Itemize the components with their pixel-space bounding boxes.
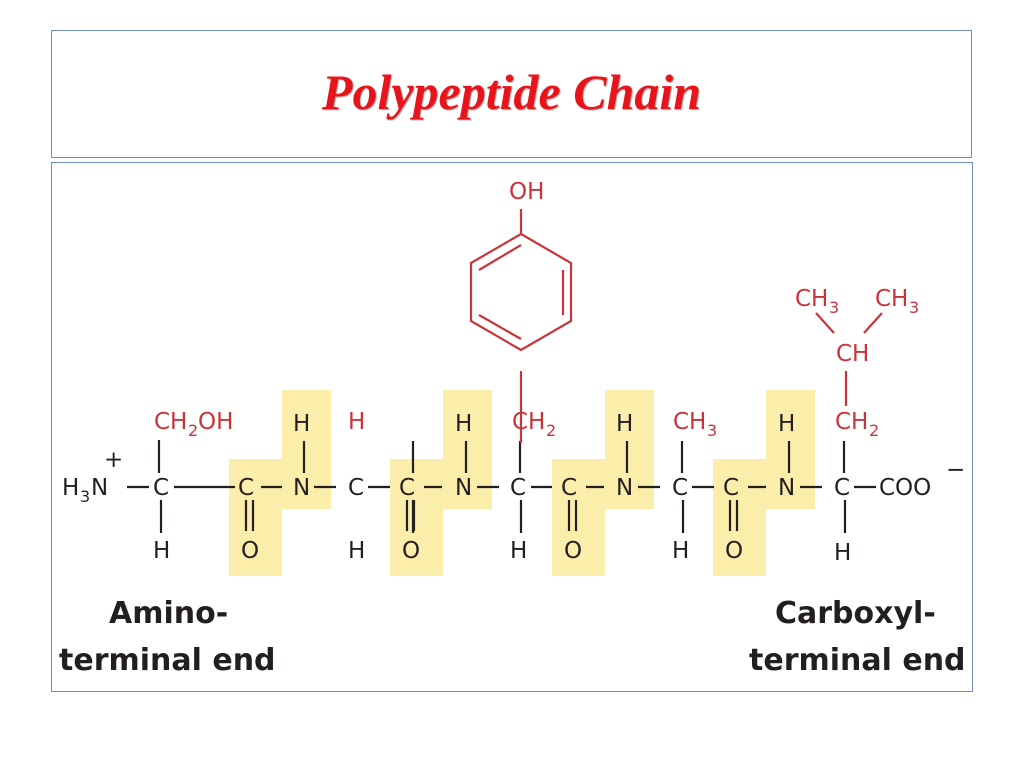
tyrosine-ch2-ch: CH (512, 409, 545, 435)
leucine-ch3-right-sub: 3 (909, 298, 919, 317)
peptide-highlight-2 (390, 390, 492, 576)
serine-side-chain-oh: OH (198, 409, 233, 435)
leucine-ch: CH (836, 341, 869, 367)
amide-nitrogen-2: N (455, 475, 472, 501)
n-terminus-h: H (62, 475, 79, 501)
backbone-atoms: H 3 N + C C N C C N C C N C C N C COO − … (62, 411, 965, 566)
alanine-ch3-sub: 3 (707, 421, 717, 440)
carbonyl-o-4: O (725, 538, 743, 564)
leucine-ch2-sub: 2 (869, 421, 879, 440)
amino-terminal-label-line1: Amino- (109, 596, 228, 631)
n-terminus-h-subscript: 3 (80, 487, 90, 506)
leucine-ch2-ch: CH (835, 409, 868, 435)
c-terminus-carboxylate: COO (879, 475, 931, 501)
peptide-highlight-3 (552, 390, 654, 576)
amino-terminal-label-line2: terminal end (59, 643, 276, 678)
amide-nitrogen-3: N (616, 475, 633, 501)
amide-h-1: H (293, 411, 310, 437)
slide-title: Polypeptide Chain (321, 64, 702, 120)
amide-h-4: H (778, 411, 795, 437)
leucine-ch3-left-sub: 3 (829, 298, 839, 317)
amide-nitrogen-4: N (778, 475, 795, 501)
title-frame: Polypeptide Chain (51, 30, 972, 158)
terminal-captions: Amino- terminal end Carboxyl- terminal e… (59, 596, 966, 678)
leucine-ch3-left-ch: CH (795, 286, 828, 312)
carbonyl-carbon-1: C (238, 475, 254, 501)
serine-side-chain-ch: CH (154, 409, 187, 435)
amide-nitrogen-1: N (293, 475, 310, 501)
glycine-side-chain-h: H (348, 409, 365, 435)
alpha-carbon-1: C (153, 475, 169, 501)
peptide-bond-highlights (229, 390, 815, 576)
carbonyl-carbon-4: C (723, 475, 739, 501)
alpha-carbon-5: C (834, 475, 850, 501)
carbonyl-o-1: O (241, 538, 259, 564)
alanine-ch3-ch: CH (673, 409, 706, 435)
polypeptide-diagram: H 3 N + C C N C C N C C N C C N C COO − … (59, 179, 966, 678)
alpha-carbon-2: C (348, 475, 364, 501)
carbonyl-o-2: O (402, 538, 420, 564)
carboxyl-terminal-label-line1: Carboxyl- (775, 596, 936, 631)
vertical-bonds (157, 440, 847, 533)
carboxyl-terminal-label-line2: terminal end (749, 643, 966, 678)
peptide-highlight-4 (713, 390, 815, 576)
alpha-carbon-4: C (672, 475, 688, 501)
n-terminus-charge: + (104, 447, 123, 473)
n-terminus-n: N (91, 475, 108, 501)
tyrosine-ch2-sub: 2 (546, 421, 556, 440)
alpha-carbon-3: C (510, 475, 526, 501)
carbonyl-carbon-2: C (399, 475, 415, 501)
tyrosine-hydroxyl: OH (509, 179, 544, 205)
carbonyl-carbon-3: C (561, 475, 577, 501)
leucine-ch3-right-ch: CH (875, 286, 908, 312)
alpha-h-2: H (348, 538, 365, 564)
alpha-h-4: H (672, 538, 689, 564)
peptide-highlight-1 (229, 390, 331, 576)
carbonyl-o-3: O (564, 538, 582, 564)
alpha-h-3: H (510, 538, 527, 564)
diagram-frame: H 3 N + C C N C C N C C N C C N C COO − … (51, 162, 973, 692)
amide-h-3: H (616, 411, 633, 437)
alpha-h-1: H (153, 538, 170, 564)
amide-h-2: H (455, 411, 472, 437)
side-chains: CH 2 OH H CH 2 OH CH 3 CH 2 CH CH (154, 179, 919, 443)
c-terminus-charge: − (946, 457, 965, 483)
tyrosine-phenyl-ring (469, 232, 573, 352)
alpha-h-5: H (834, 540, 851, 566)
serine-side-chain-sub: 2 (188, 421, 198, 440)
